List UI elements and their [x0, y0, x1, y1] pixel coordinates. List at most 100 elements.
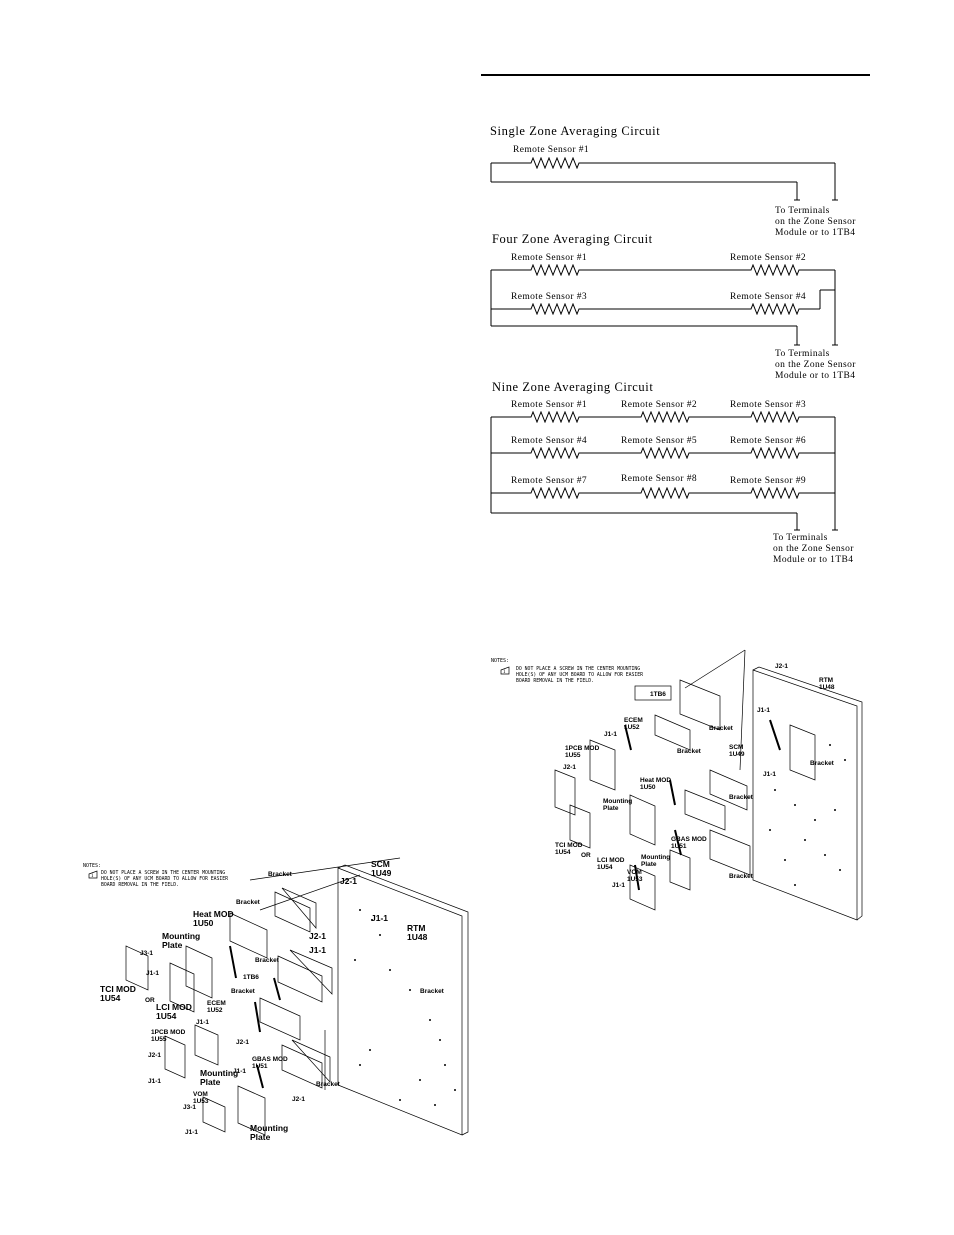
j1-1-label: J1-1 [146, 970, 160, 977]
j3-1-label: J3-1 [183, 1104, 197, 1111]
circuit-title: Single Zone Averaging Circuit [490, 124, 661, 138]
resistor-symbol [747, 447, 803, 459]
sensor-label: Remote Sensor #8 [621, 474, 698, 484]
bracket-label: Bracket [231, 988, 255, 995]
resistor-symbol [747, 411, 803, 423]
sensor-label: Remote Sensor #2 [730, 253, 807, 263]
resistor-symbol [527, 447, 583, 459]
j2-1-label: J2-1 [340, 876, 358, 886]
resistor-symbol [637, 411, 693, 423]
sensor-label: Remote Sensor #6 [730, 436, 807, 446]
j1-1-label: J1-1 [233, 1068, 247, 1075]
exploded-drawing: 1 [500, 649, 863, 921]
j2-1-label: J2-1 [563, 764, 577, 771]
resistor-symbol [747, 487, 803, 499]
notes-heading: NOTES: [83, 863, 102, 869]
terminal-label: To Terminals on the Zone Sensor Module o… [775, 206, 856, 238]
or-label: OR [581, 852, 591, 859]
j1-1-label: J1-1 [763, 771, 777, 778]
note-text: DO NOT PLACE A SCREW IN THE CENTER MOUNT… [101, 871, 229, 888]
sensor-label: Remote Sensor #1 [513, 145, 590, 155]
j2-1-label: J2-1 [292, 1096, 306, 1103]
sensor-label: Remote Sensor #7 [511, 476, 588, 486]
circuit-title: Four Zone Averaging Circuit [492, 232, 653, 246]
sensor-label: Remote Sensor #2 [621, 400, 698, 410]
bracket-label: Bracket [709, 725, 733, 732]
resistor-symbol [747, 264, 803, 276]
circuit-title: Nine Zone Averaging Circuit [492, 380, 654, 394]
sensor-label: Remote Sensor #1 [511, 253, 588, 263]
resistor-symbol [527, 303, 583, 315]
sensor-label: Remote Sensor #4 [511, 436, 588, 446]
resistor-symbol [527, 157, 583, 169]
resistor-symbol [527, 264, 583, 276]
sensor-label: Remote Sensor #9 [730, 476, 807, 486]
j2-1-label: J2-1 [148, 1052, 162, 1059]
bracket-label: Bracket [236, 899, 260, 906]
resistor-symbol [527, 411, 583, 423]
bracket-label: Bracket [268, 871, 292, 878]
j1-1-label: J1-1 [371, 913, 389, 923]
j2-1-label: J2-1 [236, 1039, 250, 1046]
exploded-drawing: 1 [88, 857, 469, 1136]
bracket-label: Bracket [420, 988, 444, 995]
notes-heading: NOTES: [491, 658, 510, 664]
bracket-label: Bracket [316, 1081, 340, 1088]
resistor-symbol [637, 487, 693, 499]
bracket-label: Bracket [810, 760, 834, 767]
resistor-symbol [747, 303, 803, 315]
bracket-label: Bracket [677, 748, 701, 755]
j1-1-label: J1-1 [612, 882, 626, 889]
j1-1-label: J1-1 [309, 945, 327, 955]
sensor-label: Remote Sensor #1 [511, 400, 588, 410]
resistor-symbol [637, 447, 693, 459]
terminal-label: To Terminals on the Zone Sensor Module o… [773, 533, 854, 565]
svg-text:1: 1 [91, 874, 94, 879]
j1-1-label: J1-1 [148, 1078, 162, 1085]
bracket-label: Bracket [255, 957, 279, 964]
1tb6-label: 1TB6 [650, 691, 666, 698]
j1-1-label: J1-1 [185, 1129, 199, 1136]
bracket-label: Bracket [729, 794, 753, 801]
sensor-label: Remote Sensor #4 [730, 292, 807, 302]
j2-1-label: J2-1 [309, 931, 327, 941]
sensor-label: Remote Sensor #3 [511, 292, 588, 302]
note-text: DO NOT PLACE A SCREW IN THE CENTER MOUNT… [516, 667, 644, 684]
circuit-wiring [490, 157, 838, 531]
terminal-label: To Terminals on the Zone Sensor Module o… [775, 349, 856, 381]
resistor-symbol [527, 487, 583, 499]
1tb6-label: 1TB6 [243, 974, 259, 981]
j1-1-label: J1-1 [196, 1019, 210, 1026]
svg-text:1: 1 [503, 670, 506, 675]
j1-1-label: J1-1 [604, 731, 618, 738]
sensor-label: Remote Sensor #3 [730, 400, 807, 410]
or-label: OR [145, 997, 155, 1004]
sensor-label: Remote Sensor #5 [621, 436, 698, 446]
j2-1-label: J2-1 [775, 663, 789, 670]
j1-1-label: J1-1 [757, 707, 771, 714]
